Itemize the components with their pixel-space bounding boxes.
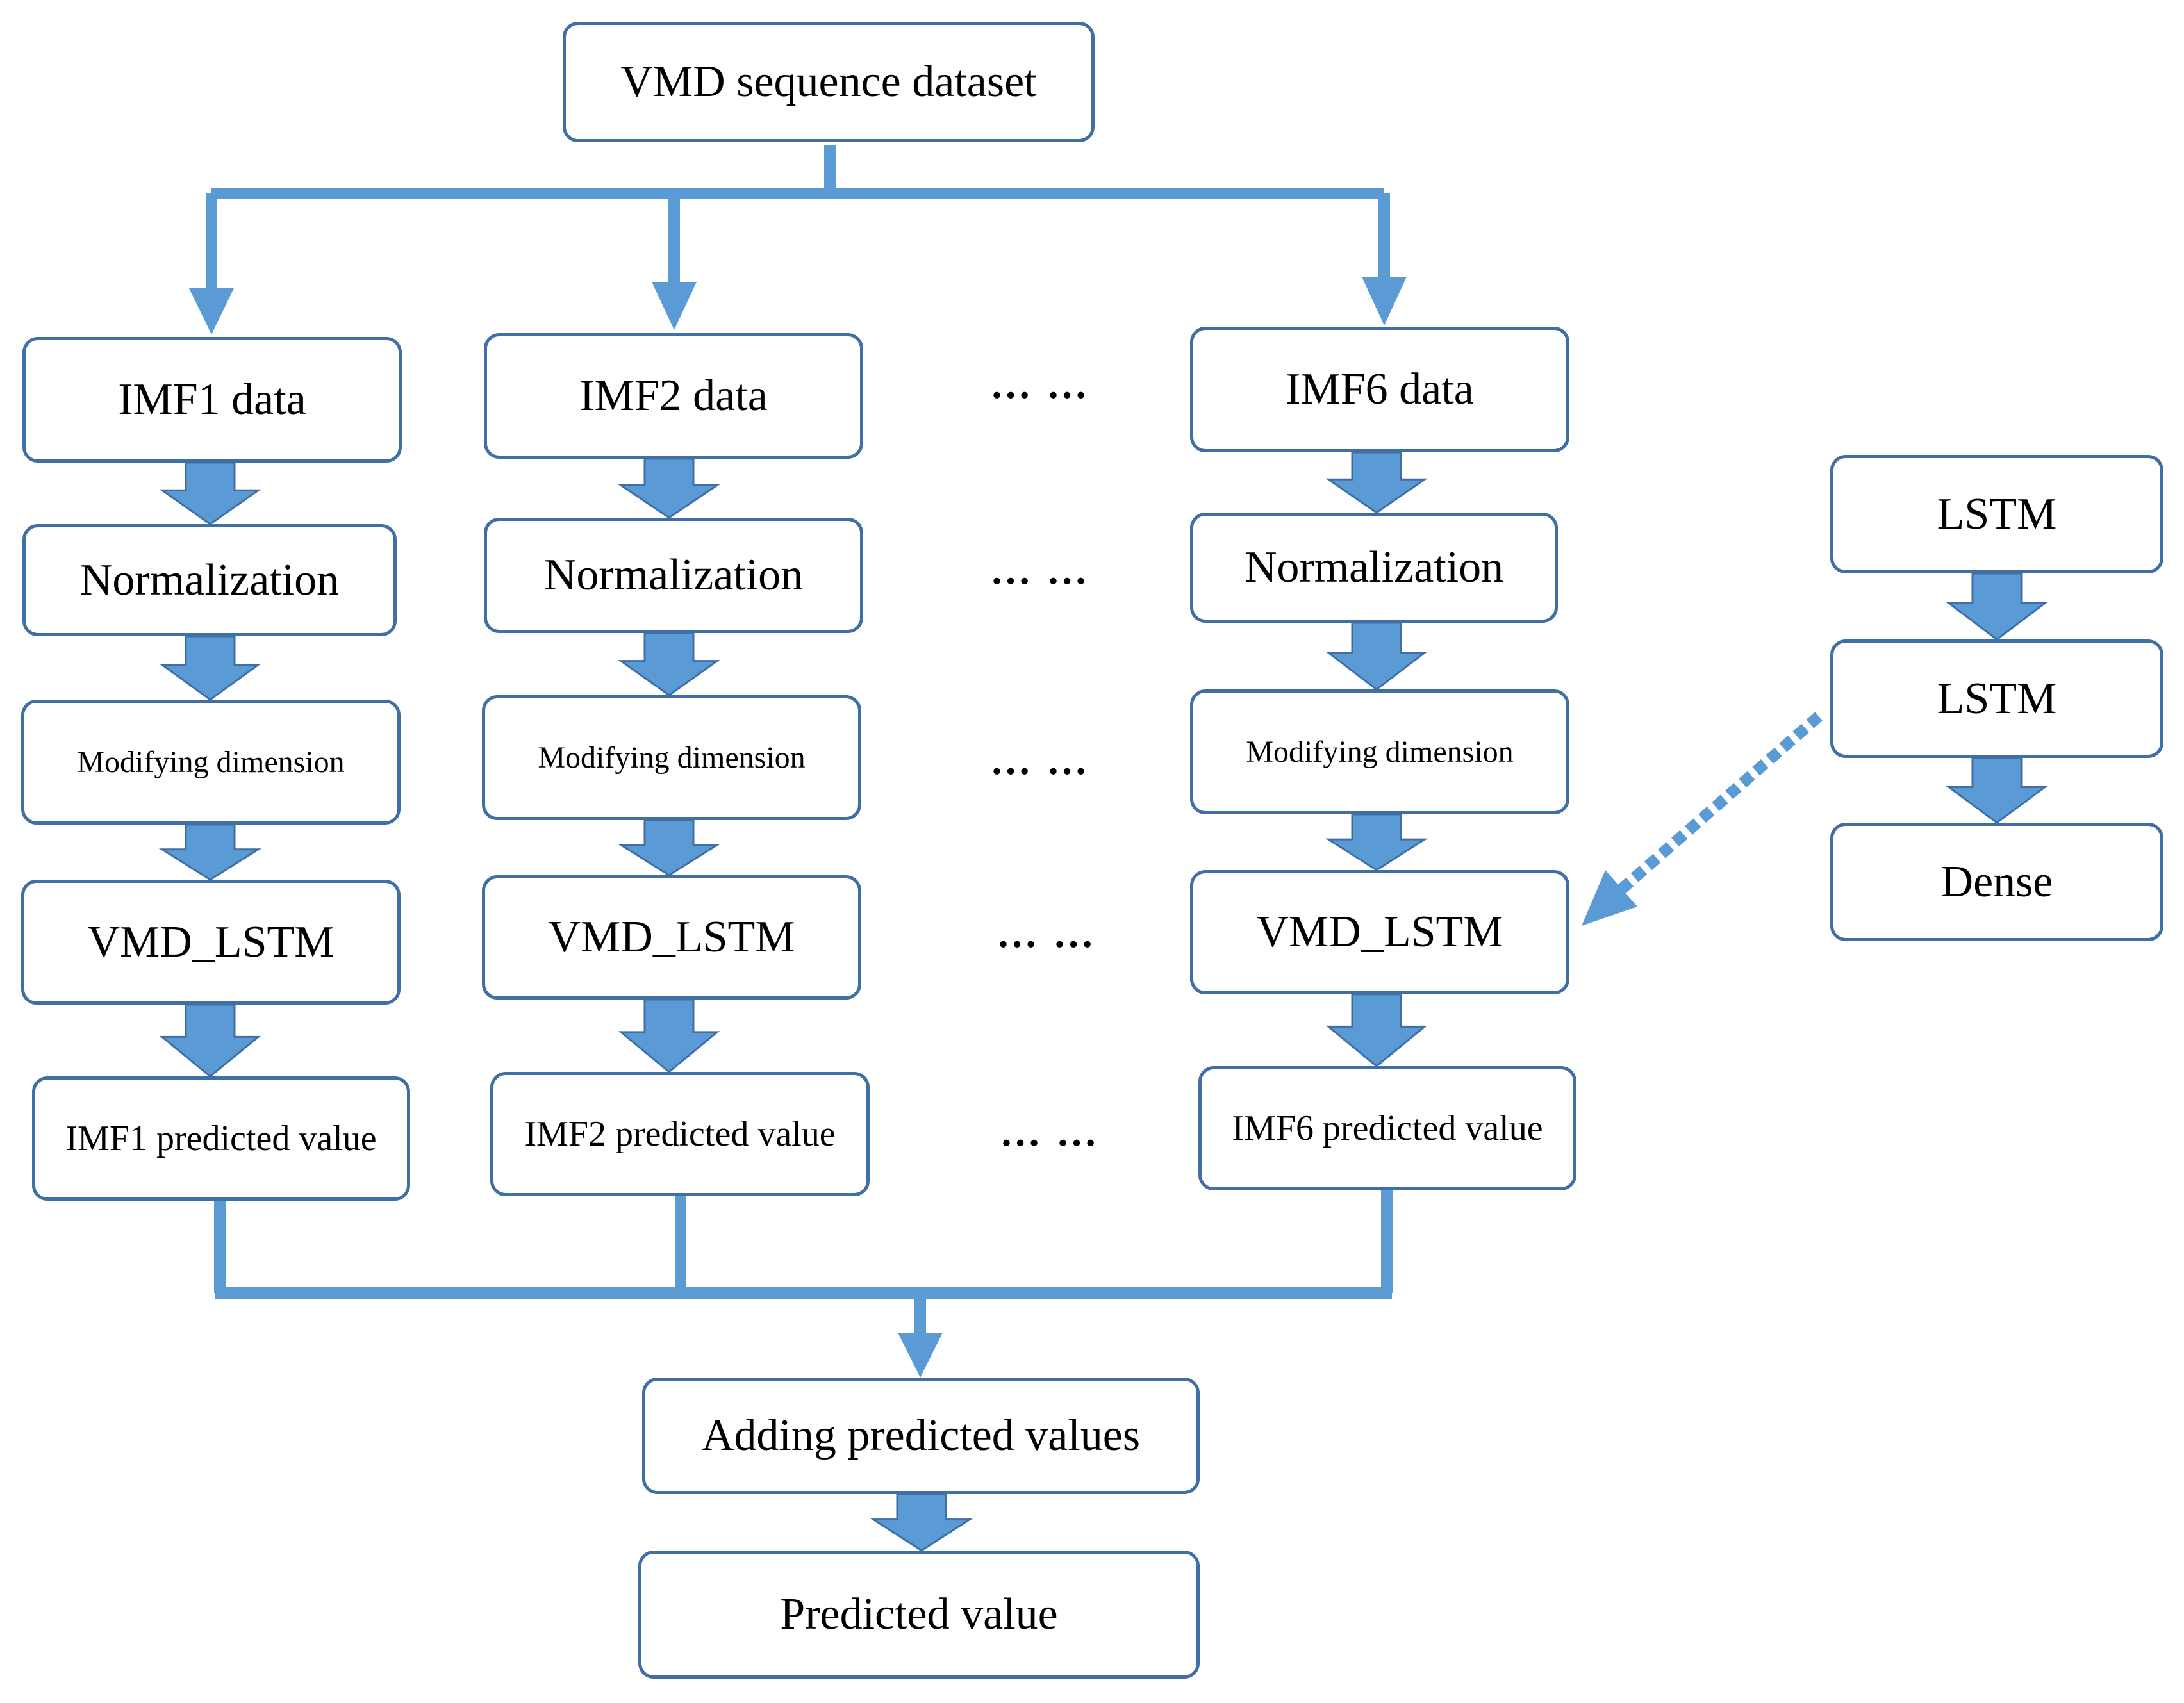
imf1-vmd-lstm-label: VMD_LSTM [87,917,335,967]
dense-layer-label: Dense [1940,857,2053,907]
lstm-layer-2-label: LSTM [1937,673,2057,723]
split-arrowheads [189,277,1407,334]
imf6-vmd-lstm-box: VMD_LSTM [1190,870,1569,994]
col1-arrow-4 [159,1003,261,1078]
imf6-data-box: IMF6 data [1190,327,1569,452]
imf2-vmd-lstm-box: VMD_LSTM [482,875,861,1000]
block-arrows [158,451,2048,1552]
col2-arrow-3 [617,819,721,876]
imf1-modify-dimension-label: Modifying dimension [77,745,345,779]
imf6-data-label: IMF6 data [1286,365,1474,414]
imf1-predicted-box: IMF1 predicted value [32,1076,410,1201]
col2-arrow-4 [618,998,720,1073]
imf2-predicted-label: IMF2 predicted value [524,1114,836,1154]
imf6-predicted-label: IMF6 predicted value [1232,1108,1543,1148]
adding-predicted-values-box: Adding predicted values [642,1378,1200,1494]
dotted-link-arrowhead [1582,870,1637,926]
imf6-modify-dimension-box: Modifying dimension [1190,689,1569,814]
dense-layer-box: Dense [1830,823,2163,941]
imf1-vmd-lstm-box: VMD_LSTM [21,880,401,1005]
imf1-normalization-box: Normalization [22,524,397,636]
col6-arrow-1 [1325,451,1428,514]
col6-arrow-2 [1325,621,1428,691]
imf1-data-box: IMF1 data [22,337,402,463]
imf2-predicted-box: IMF2 predicted value [490,1072,870,1196]
split-lines [206,145,1390,288]
imf2-data-label: IMF2 data [579,371,768,420]
arch-arrow-1 [1946,572,2048,641]
sum-arrow [870,1493,973,1552]
lstm-layer-1-box: LSTM [1830,455,2163,573]
dotted-link-line [1617,712,1823,894]
ellipsis-row-5: … … [1000,1109,1100,1155]
imf2-data-box: IMF2 data [484,333,863,459]
imf6-predicted-box: IMF6 predicted value [1198,1066,1576,1190]
predicted-value-box: Predicted value [638,1551,1200,1679]
merge-lines [214,1190,1393,1333]
col2-arrow-2 [618,632,720,696]
col2-arrow-1 [618,457,720,519]
ellipsis-row-1: … … [990,361,1090,407]
col1-arrow-1 [159,461,261,525]
imf6-modify-dimension-label: Modifying dimension [1246,735,1514,769]
predicted-value-label: Predicted value [780,1590,1058,1639]
arch-arrow-2 [1946,757,2048,824]
lstm-layer-1-label: LSTM [1937,489,2057,539]
imf6-normalization-label: Normalization [1244,543,1504,592]
col6-arrow-4 [1325,993,1428,1067]
imf2-vmd-lstm-label: VMD_LSTM [548,912,795,962]
imf1-modify-dimension-box: Modifying dimension [21,700,401,825]
adding-predicted-values-label: Adding predicted values [701,1411,1141,1460]
imf6-vmd-lstm-label: VMD_LSTM [1256,907,1503,957]
vmd-dataset-label: VMD sequence dataset [620,57,1037,106]
col1-arrow-3 [158,823,262,881]
vmd-dataset-box: VMD sequence dataset [563,22,1095,142]
imf2-normalization-label: Normalization [543,550,804,600]
ellipsis-row-4: … … [997,910,1096,956]
imf2-modify-dimension-label: Modifying dimension [538,741,806,775]
imf2-modify-dimension-box: Modifying dimension [482,695,861,820]
ellipsis-row-3: … … [990,737,1090,783]
imf1-predicted-label: IMF1 predicted value [65,1119,377,1158]
imf1-normalization-label: Normalization [79,555,340,605]
ellipsis-row-2: … … [990,547,1090,593]
col1-arrow-2 [159,635,261,701]
lstm-layer-2-box: LSTM [1830,639,2163,758]
merge-arrowhead [898,1333,943,1378]
col6-arrow-3 [1325,813,1428,871]
imf1-data-label: IMF1 data [118,375,306,424]
imf2-normalization-box: Normalization [484,518,863,633]
imf6-normalization-box: Normalization [1190,513,1558,623]
